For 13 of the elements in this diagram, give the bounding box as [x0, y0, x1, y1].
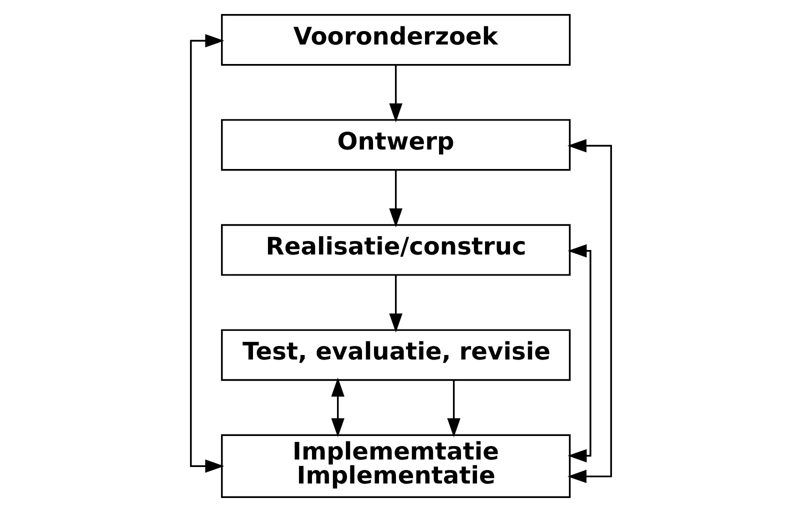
arrow: [388, 170, 402, 228]
node-box: Implememtatie Implementatie: [220, 434, 570, 498]
arrow: [388, 65, 402, 122]
node-box: Ontwerp: [220, 119, 570, 171]
node-box: Test, evaluatie, revisie: [220, 329, 570, 381]
node-box: Vooronderzoek: [220, 14, 570, 66]
arrow: [190, 34, 224, 473]
arrow: [388, 275, 402, 332]
arrow: [567, 244, 591, 462]
arrow: [567, 139, 612, 484]
arrow: [446, 380, 460, 438]
arrow: [330, 378, 344, 438]
node-box: Realisatie/construc: [220, 224, 570, 276]
